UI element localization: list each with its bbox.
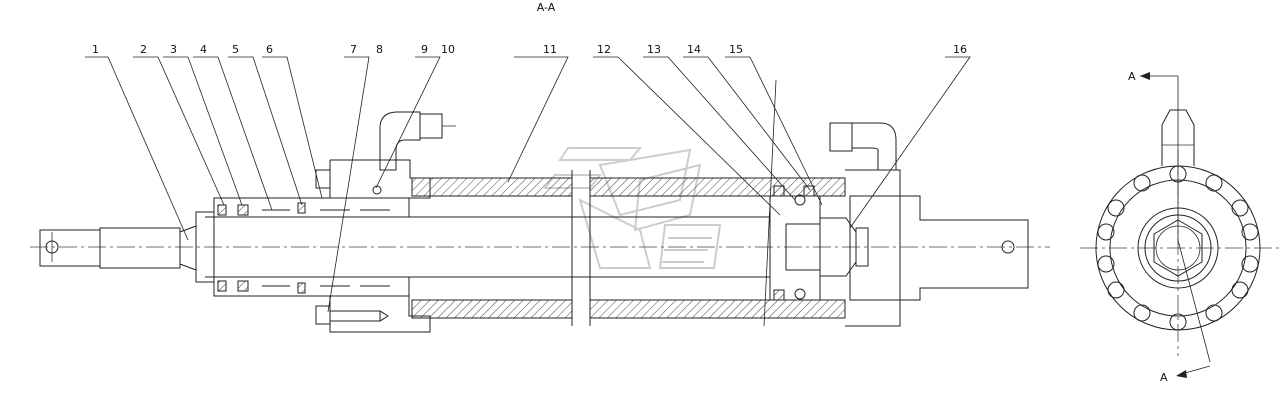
section-title: A-A <box>537 1 556 14</box>
callout-6: 6 <box>266 43 273 56</box>
callout-7: 7 <box>350 43 357 56</box>
rod-eye-left <box>39 211 215 283</box>
bolt-circle <box>1097 165 1259 331</box>
callout-8: 8 <box>376 43 383 56</box>
piston-nut <box>819 217 869 277</box>
callout-1: 1 <box>92 43 99 56</box>
gland-housing <box>213 197 410 297</box>
cut-marker-bottom: A <box>1160 371 1168 384</box>
callout-12: 12 <box>597 43 611 56</box>
callout-13: 13 <box>647 43 661 56</box>
callout-labels: 1 2 3 4 5 6 7 8 9 10 11 12 13 14 15 16 <box>92 43 967 56</box>
callout-10: 10 <box>441 43 455 56</box>
callout-2: 2 <box>140 43 147 56</box>
elbow-fitting-left <box>379 111 456 171</box>
piston <box>769 185 821 301</box>
callout-3: 3 <box>170 43 177 56</box>
callout-leaders <box>85 56 971 327</box>
cut-marker-top: A <box>1128 70 1136 83</box>
callout-14: 14 <box>687 43 701 56</box>
elbow-fitting-right <box>829 122 897 171</box>
callout-5: 5 <box>232 43 239 56</box>
rear-end-cap <box>845 169 1029 327</box>
callout-15: 15 <box>729 43 743 56</box>
callout-11: 11 <box>543 43 557 56</box>
end-view: A A <box>1080 70 1280 384</box>
callout-16: 16 <box>953 43 967 56</box>
callout-9: 9 <box>421 43 428 56</box>
callout-4: 4 <box>200 43 207 56</box>
watermark-logo <box>542 147 722 269</box>
